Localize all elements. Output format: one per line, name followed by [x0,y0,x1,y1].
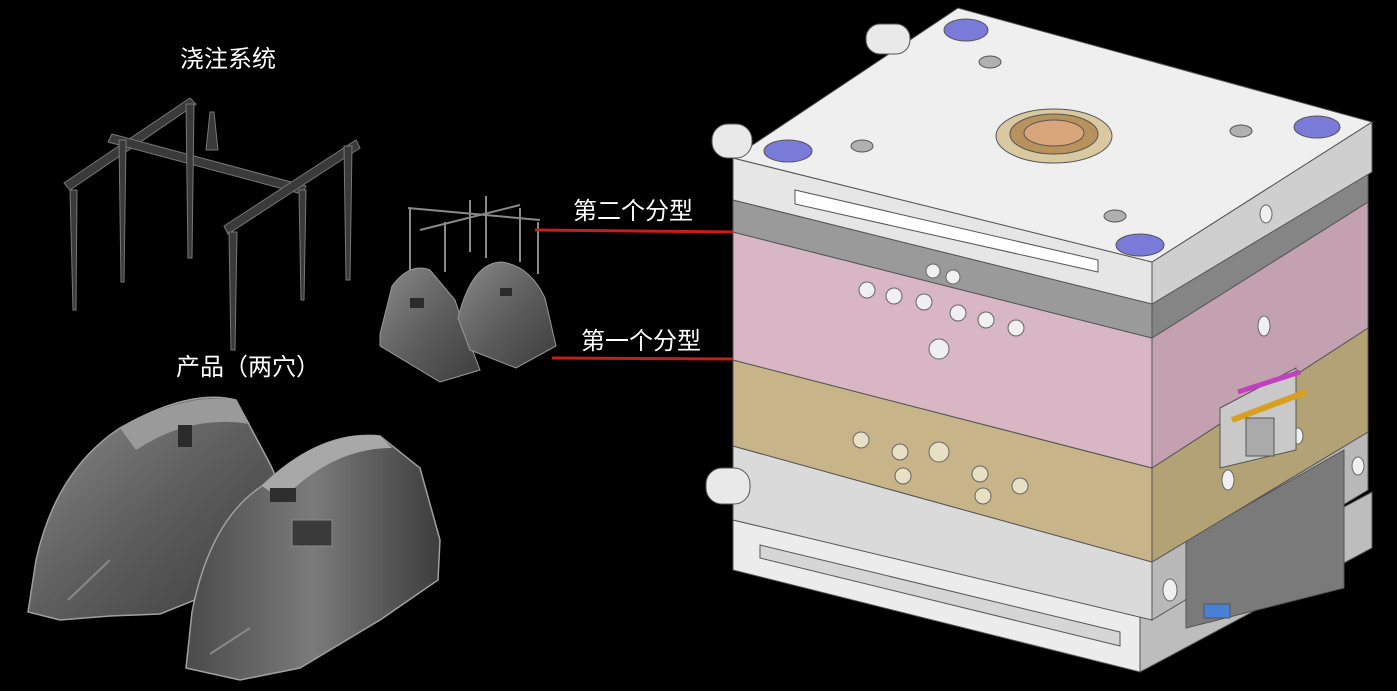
runner-system-label: 浇注系统 [180,45,276,73]
molded-part-icon [27,396,441,681]
runner-system-icon [63,97,361,351]
first-parting-leader [551,356,738,361]
injection-mold-icon [705,7,1374,673]
second-parting-leader [534,228,738,234]
second-parting-label: 第二个分型 [573,197,693,225]
product-label: 产品（两穴） [176,353,320,381]
assembly-preview-icon [379,196,557,383]
first-parting-label: 第一个分型 [581,327,701,355]
